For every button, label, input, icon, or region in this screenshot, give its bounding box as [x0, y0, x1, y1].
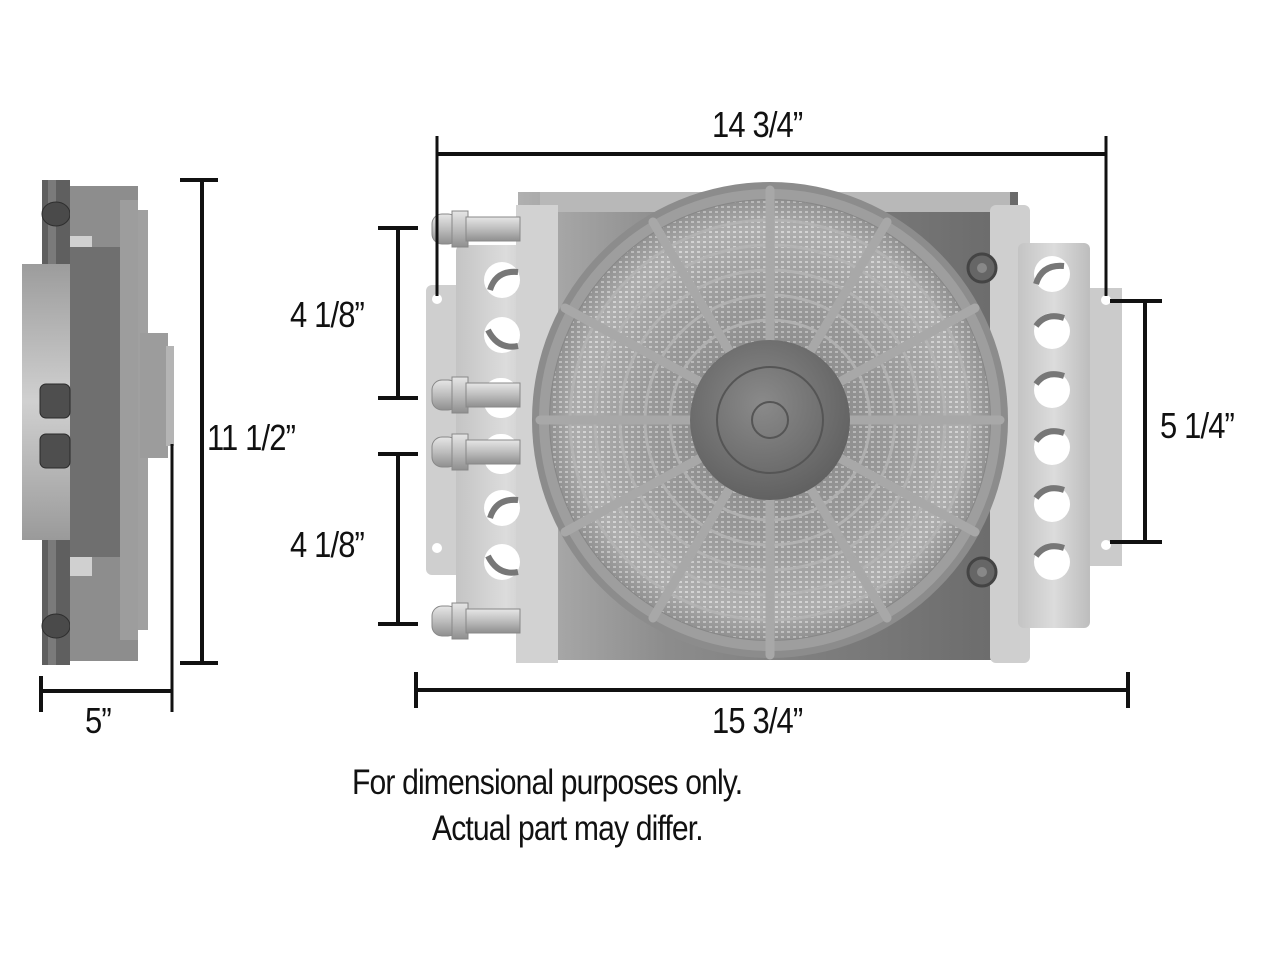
label-depth: 5” [85, 700, 112, 741]
outlet-fitting-bottom [431, 602, 521, 640]
label-overall-width: 15 3/4” [712, 700, 803, 741]
label-mount-hole-span-vertical: 5 1/4” [1160, 405, 1235, 446]
side-fan-motor [140, 333, 168, 458]
dimension-fitting-spacing-upper [378, 226, 418, 400]
left-mount-hole-bottom [432, 543, 442, 553]
inlet-fitting-top [431, 210, 521, 248]
disclaimer-line-2: Actual part may differ. [432, 809, 704, 848]
dimension-depth [39, 444, 174, 712]
disclaimer-line-1: For dimensional purposes only. [352, 763, 743, 802]
dimension-overall-width [414, 672, 1130, 708]
dimension-mount-hole-span-top [435, 136, 1108, 296]
front-view [426, 182, 1122, 663]
side-view [22, 180, 174, 665]
fan-motor-hub [690, 340, 850, 500]
dimension-fitting-spacing-lower [378, 452, 418, 626]
fan-assembly [532, 182, 1008, 660]
dimension-overall-height [180, 178, 218, 665]
fitting-upper-mid [431, 376, 521, 414]
right-tube-openings [1033, 256, 1070, 580]
left-mount-hole-top [432, 294, 442, 304]
label-fitting-spacing-upper: 4 1/8” [290, 294, 365, 335]
label-mount-hole-span-top: 14 3/4” [712, 104, 803, 145]
label-overall-height: 11 1/2” [207, 417, 296, 458]
right-mount-hole-top [1101, 295, 1111, 305]
dimension-mount-hole-span-vertical [1110, 299, 1162, 544]
right-mount-bracket-outer [1090, 288, 1122, 566]
label-fitting-spacing-lower: 4 1/8” [290, 524, 365, 565]
fitting-lower-mid [431, 433, 521, 471]
side-fitting-upper [39, 383, 71, 419]
side-fitting-lower [39, 433, 71, 469]
right-mount-hole-bottom [1101, 540, 1111, 550]
